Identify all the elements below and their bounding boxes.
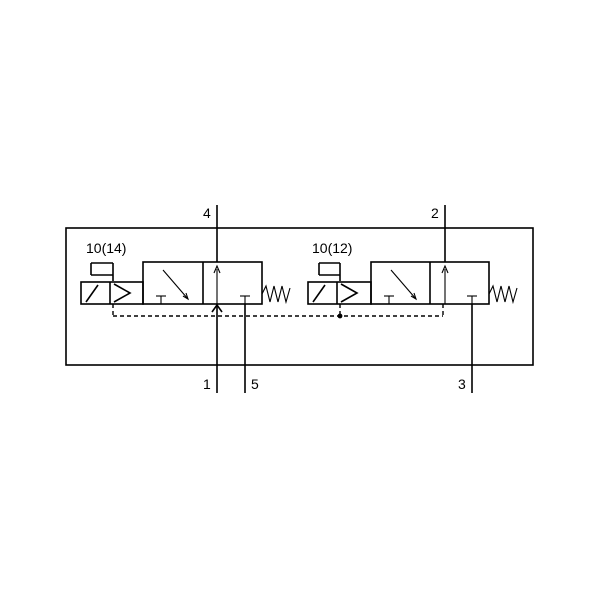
solenoid-actuator-left [80,281,144,305]
port-label-1: 1 [203,376,211,392]
pilot-label-left: 10(14) [86,240,126,256]
port-label-4: 4 [203,205,211,221]
pilot-label-right: 10(12) [312,240,352,256]
pilot-triangle-left [113,283,132,303]
manifold-frame [65,227,534,366]
pilot-junction-dot [337,313,343,319]
valve-left [80,261,291,305]
return-spring-left [261,284,291,305]
pilot-triangle-right [340,283,359,303]
pilot-supply-line [112,304,444,319]
solenoid-coil-right [318,262,341,281]
port-label-2: 2 [431,205,439,221]
port-1-arrow [211,303,223,313]
solenoid-actuator-right [307,281,372,305]
port-label-5: 5 [251,376,259,392]
solenoid-coil-left [90,262,114,281]
return-spring-right [488,284,518,305]
port-label-3: 3 [458,376,466,392]
valve-right [307,261,518,305]
